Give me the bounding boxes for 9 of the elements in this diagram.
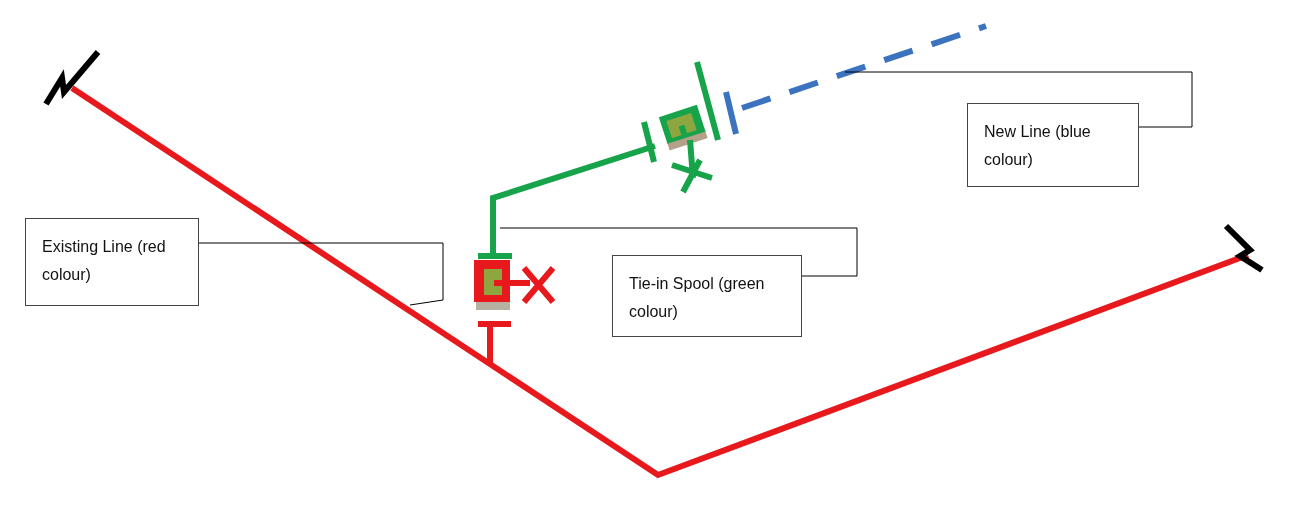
callout-text: New Line (blue colour) <box>984 122 1092 170</box>
leader-line <box>198 242 444 306</box>
callout-box <box>967 103 1139 187</box>
callout-text: Existing Line (red colour) <box>42 237 167 285</box>
callout-box <box>612 255 802 337</box>
leader-line <box>844 71 1193 128</box>
leader-line <box>499 227 858 277</box>
callout-box <box>25 218 199 306</box>
callout-text: Tie-in Spool (green colour) <box>629 274 766 322</box>
